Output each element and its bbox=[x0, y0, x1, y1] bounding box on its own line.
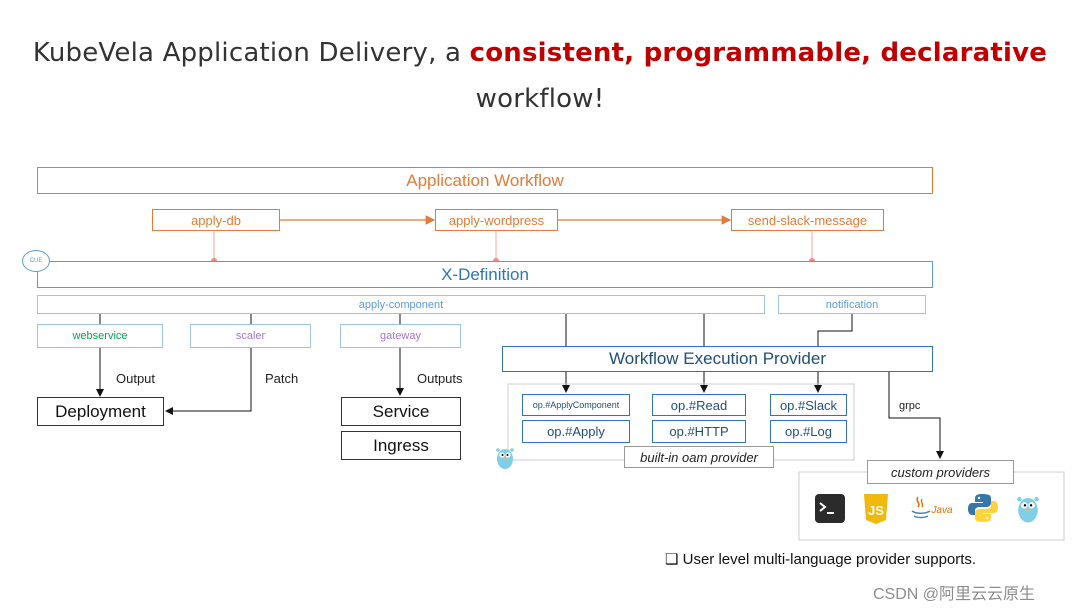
resource-service: Service bbox=[341, 397, 461, 426]
java-icon-text: Java bbox=[930, 505, 953, 516]
checkbox-bullet-icon: ❑ bbox=[665, 551, 679, 568]
go-gopher-icon bbox=[496, 448, 514, 469]
footnote-text: User level multi-language provider suppo… bbox=[682, 551, 977, 568]
op-apply-component: op.#ApplyComponent bbox=[522, 394, 630, 416]
builtin-oam-provider-label: built-in oam provider bbox=[624, 446, 774, 468]
notification-bar: notification bbox=[778, 295, 926, 314]
step-send-slack-message: send-slack-message bbox=[731, 209, 884, 231]
title-plain: KubeVela Application Delivery, a bbox=[32, 38, 470, 68]
edge-label-outputs: Outputs bbox=[417, 371, 463, 386]
component-webservice: webservice bbox=[37, 324, 163, 348]
application-workflow-box: Application Workflow bbox=[37, 167, 933, 194]
step-apply-wordpress: apply-wordpress bbox=[435, 209, 558, 231]
component-gateway: gateway bbox=[340, 324, 461, 348]
workflow-execution-provider: Workflow Execution Provider bbox=[502, 346, 933, 372]
javascript-icon-text: JS bbox=[868, 503, 884, 518]
page-title-line2: workflow! bbox=[475, 84, 605, 114]
apply-component-bar: apply-component bbox=[37, 295, 765, 314]
custom-providers-label: custom providers bbox=[867, 460, 1014, 484]
op-slack: op.#Slack bbox=[770, 394, 847, 416]
op-read: op.#Read bbox=[652, 394, 746, 416]
component-scaler-label: scaler bbox=[235, 330, 266, 342]
java-icon: Java bbox=[908, 493, 954, 525]
javascript-icon: JS bbox=[862, 493, 890, 525]
step-apply-db: apply-db bbox=[152, 209, 280, 231]
component-scaler: scaler bbox=[190, 324, 311, 348]
resource-deployment: Deployment bbox=[37, 397, 164, 426]
grpc-label: grpc bbox=[899, 400, 921, 412]
x-definition-box: X-Definition bbox=[37, 261, 933, 288]
edge-label-patch: Patch bbox=[265, 371, 299, 386]
resource-ingress: Ingress bbox=[341, 431, 461, 460]
terminal-icon bbox=[815, 494, 845, 523]
go-gopher-icon bbox=[1017, 497, 1039, 523]
op-apply: op.#Apply bbox=[522, 420, 630, 443]
cue-icon: CUE bbox=[22, 250, 50, 272]
component-gateway-label: gateway bbox=[380, 330, 421, 342]
page-title: KubeVela Application Delivery, a consist… bbox=[0, 38, 1080, 68]
op-http: op.#HTTP bbox=[652, 420, 746, 443]
op-log: op.#Log bbox=[770, 420, 847, 443]
watermark: CSDN @阿里云云原生 bbox=[873, 586, 1036, 603]
footnote: ❑ User level multi-language provider sup… bbox=[665, 550, 976, 568]
title-highlight: consistent, programmable, declarative bbox=[469, 38, 1048, 68]
edge-label-output: Output bbox=[116, 371, 156, 386]
python-icon bbox=[967, 492, 999, 524]
component-webservice-label: webservice bbox=[72, 330, 128, 342]
